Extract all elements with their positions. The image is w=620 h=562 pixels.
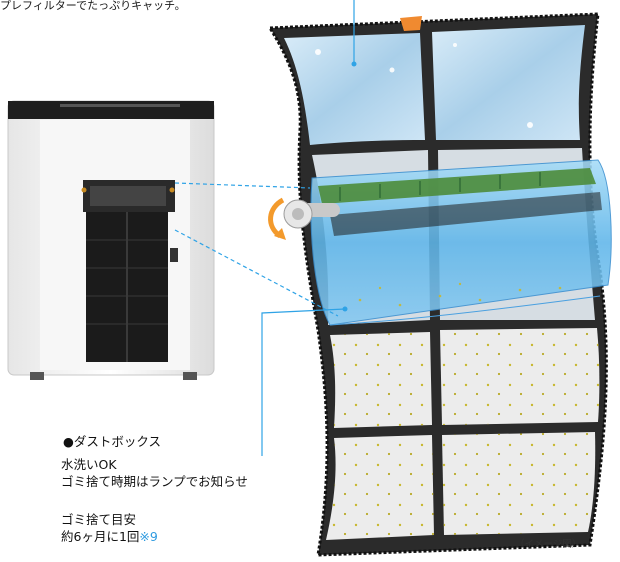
lamp-notice-text: ゴミ捨て時期はランプでお知らせ (61, 474, 248, 489)
leader-lines (174, 0, 357, 456)
image-caption: （イメージ図） (515, 539, 582, 550)
dust-target: ゴミ捨て目安 約6ヶ月に1回※9 (61, 511, 158, 545)
dust-box (268, 159, 612, 326)
purifier-unit (7, 100, 215, 380)
dust-target-value-line: 約6ヶ月に1回※9 (61, 528, 158, 545)
dust-box-description: 水洗いOK ゴミ捨て時期はランプでお知らせ (61, 456, 248, 490)
dust-target-label: ゴミ捨て目安 (61, 512, 137, 527)
dust-box-title: ●ダストボックス (63, 434, 162, 449)
prefilter-heading: プレフィルターでたっぷりキャッチ。 (0, 0, 186, 12)
wash-ok-text: 水洗いOK (61, 457, 117, 472)
dust-target-value: 約6ヶ月に1回 (61, 529, 140, 544)
note-reference: ※9 (139, 529, 158, 544)
